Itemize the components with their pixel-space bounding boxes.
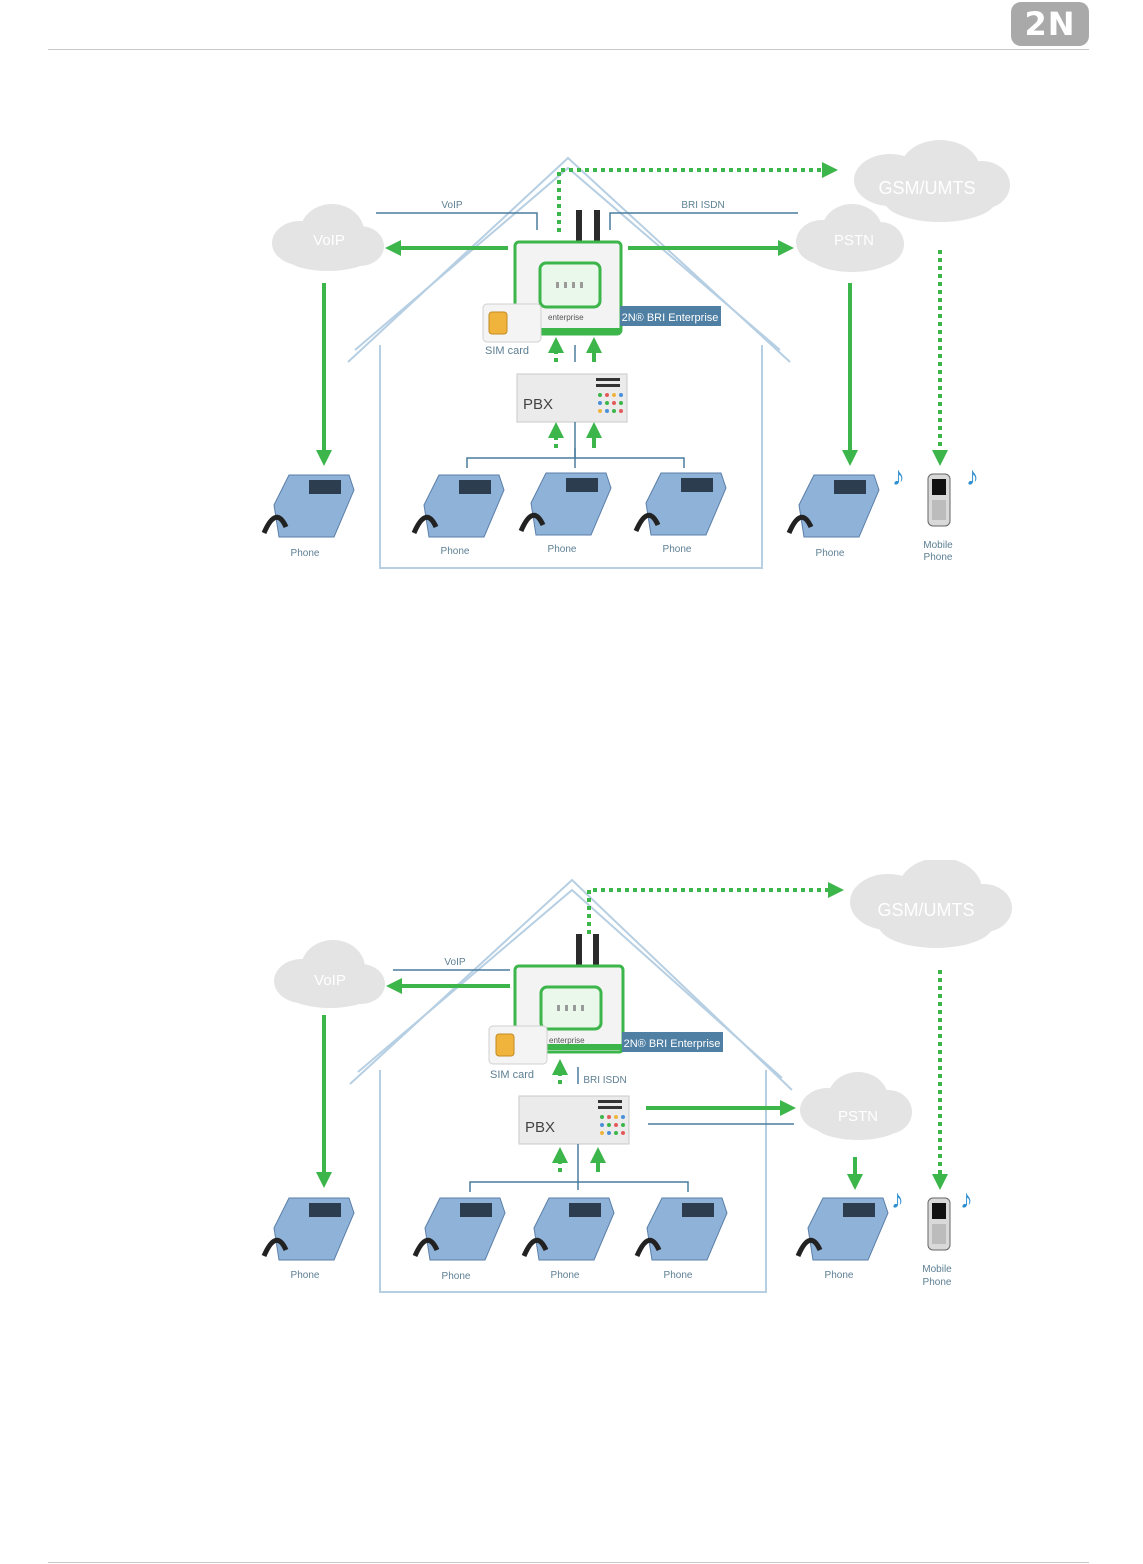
phone-icon (518, 472, 612, 536)
phone-icon (261, 474, 355, 538)
antenna-icon (576, 210, 582, 244)
pbx-unit (518, 1095, 630, 1145)
pbx-unit (516, 373, 628, 423)
voip-link-label: VoIP (444, 957, 465, 968)
gateway-brand-label: enterprise (548, 313, 584, 322)
pstn-cloud (796, 204, 904, 272)
phone-inner-1-label: Phone (441, 546, 470, 557)
phone-icon (411, 474, 505, 538)
house-outline (349, 878, 793, 1293)
phone-icon (633, 472, 727, 536)
bri-link-label: BRI ISDN (583, 1075, 626, 1086)
arrow-to-gsm-dotted (557, 162, 838, 232)
antenna-icon (593, 934, 599, 968)
svg-text:2N® BRI Enterprise: 2N® BRI Enterprise (624, 1038, 721, 1050)
footer-divider (48, 1562, 1089, 1563)
phone-icon (521, 1197, 615, 1261)
pstn-cloud-label: PSTN (834, 232, 874, 249)
phone-left-label: Phone (291, 548, 320, 559)
voip-cloud-label: VoIP (313, 232, 345, 249)
pbx-label: PBX (523, 396, 553, 413)
sim-card-icon (488, 1025, 548, 1065)
phone-inner-2-label: Phone (551, 1270, 580, 1281)
internal-phone-bus (466, 422, 685, 468)
pstn-cloud-label: PSTN (838, 1108, 878, 1125)
header-divider (48, 49, 1089, 50)
svg-text:2N® BRI Enterprise: 2N® BRI Enterprise (622, 312, 719, 324)
sim-card-label: SIM card (490, 1069, 534, 1081)
phone-icon (261, 1197, 355, 1261)
voip-link-label: VoIP (441, 200, 462, 211)
voip-cloud (272, 204, 384, 271)
phone-right-label: Phone (825, 1270, 854, 1281)
antenna-icon (576, 934, 582, 968)
sim-card-icon (482, 303, 542, 343)
phone-inner-2-label: Phone (548, 544, 577, 555)
music-note-icon: ♪ (892, 461, 905, 491)
phone-inner-3-label: Phone (663, 544, 692, 555)
mobile-phone-label-1: Mobile (922, 1264, 952, 1275)
mobile-phone-label-2: Phone (924, 552, 953, 563)
pstn-cloud (800, 1072, 912, 1140)
diagram-bri-enterprise-2: VoIP BRI ISDN VoIP GSM/UMTS PSTN (261, 860, 1012, 1293)
phone-inner-1-label: Phone (442, 1271, 471, 1282)
gateway-badge: 2N® BRI Enterprise (620, 306, 721, 326)
gsm-cloud (850, 860, 1012, 948)
voip-link-line (376, 212, 538, 230)
diagram-bri-enterprise-1: VoIP BRI ISDN VoIP GSM/UMTS PSTN (261, 140, 1010, 569)
music-note-icon: ♪ (966, 461, 979, 491)
gsm-cloud-label: GSM/UMTS (878, 900, 975, 920)
gateway-badge: 2N® BRI Enterprise (622, 1032, 723, 1052)
pbx-label: PBX (525, 1119, 555, 1136)
mobile-phone-icon (927, 473, 951, 527)
phone-icon (412, 1197, 506, 1261)
music-note-icon: ♪ (891, 1184, 904, 1214)
phone-inner-3-label: Phone (664, 1270, 693, 1281)
voip-cloud (274, 940, 385, 1008)
phone-icon (786, 474, 880, 538)
gsm-cloud-label: GSM/UMTS (879, 178, 976, 198)
bri-link-label: BRI ISDN (681, 200, 724, 211)
gsm-cloud (854, 140, 1010, 222)
gateway-brand-label: enterprise (549, 1036, 585, 1045)
internal-phone-bus (469, 1144, 689, 1192)
music-note-icon: ♪ (960, 1184, 973, 1214)
phone-icon (634, 1197, 728, 1261)
phone-right-label: Phone (816, 548, 845, 559)
house-outline (347, 156, 791, 569)
mobile-phone-icon (927, 1197, 951, 1251)
bri-link-line (609, 212, 798, 230)
antenna-icon (594, 210, 600, 244)
arrow-to-gsm-dotted (587, 882, 844, 934)
brand-logo: 2N (1011, 2, 1089, 46)
mobile-phone-label-1: Mobile (923, 540, 953, 551)
phone-left-label: Phone (291, 1270, 320, 1281)
sim-card-label: SIM card (485, 345, 529, 357)
voip-cloud-label: VoIP (314, 972, 346, 989)
phone-icon (795, 1197, 889, 1261)
mobile-phone-label-2: Phone (923, 1277, 952, 1288)
